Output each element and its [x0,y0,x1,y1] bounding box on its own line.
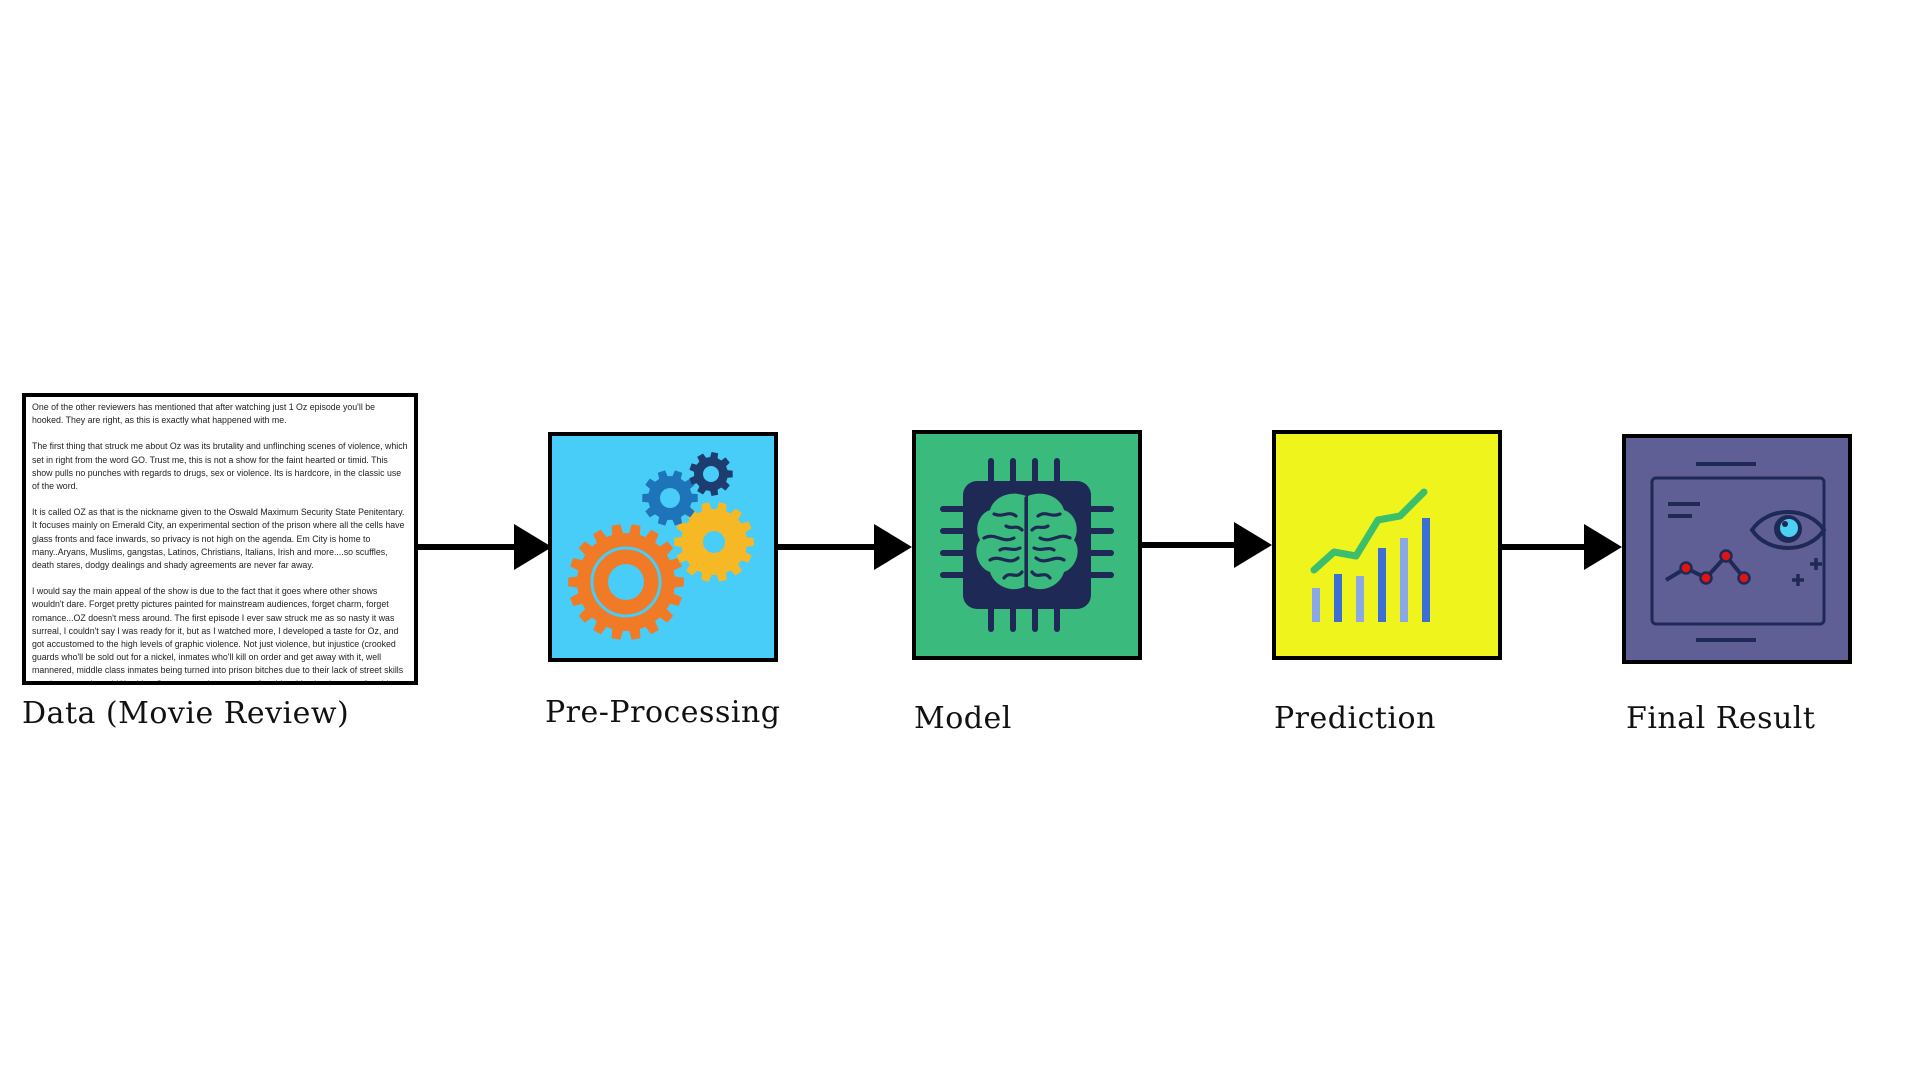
brain-fold [1004,524,1024,532]
arrow-line-2 [778,544,878,550]
brain-fold [1002,570,1024,580]
trend-dot [1679,561,1693,575]
chip-pin [1054,458,1060,484]
chip-pin [1088,572,1114,578]
chip-pin [940,572,966,578]
chip-pin [1054,606,1060,632]
chip-pin [1010,606,1016,632]
brain-left-hemisphere [976,493,1026,590]
preprocessing-label: Pre-Processing [545,695,781,730]
chip-pin [940,528,966,534]
chip-pin [988,606,994,632]
chip-pin [988,458,994,484]
gears-icon [568,452,754,640]
chip-pin [1032,458,1038,484]
brain-fold [1030,524,1050,532]
review-paragraph-1: One of the other reviewers has mentioned… [32,402,375,426]
chip-pin [1032,606,1038,632]
data-label: Data (Movie Review) [22,696,350,731]
brain-fold [1032,546,1056,552]
brain-right-hemisphere [1028,493,1078,590]
review-paragraph-4: I would say the main appeal of the show … [32,586,404,685]
brain-fold [988,556,1020,563]
brain-fold [1036,512,1062,518]
brain-fold [1030,570,1052,580]
chart-bar [1356,576,1364,622]
chip-pin [1088,528,1114,534]
brain-fold [1034,556,1066,563]
arrow-head-3 [1234,522,1272,568]
review-paragraph-2: The first thing that struck me about Oz … [32,441,408,492]
chip-pin [1088,506,1114,512]
arrow-line-1 [418,544,520,550]
movie-review-text-box: One of the other reviewers has mentioned… [22,393,418,685]
chart-bar [1312,588,1320,622]
final-result-box [1622,434,1852,664]
brain-fold [998,546,1022,552]
chart-bar [1334,574,1342,622]
chip-pin [1010,458,1016,484]
chip-pin [940,550,966,556]
trend-dot [1699,571,1713,585]
analytics-eye-icon [1650,462,1827,642]
chip-pin [940,506,966,512]
chart-bar [1400,538,1408,622]
brain-fold [992,512,1018,518]
trend-dot [1719,549,1733,563]
arrow-head-4 [1584,524,1622,570]
arrow-line-4 [1502,544,1588,550]
report-frame [1650,476,1826,626]
prediction-label: Prediction [1274,701,1436,736]
chip-pin [1088,550,1114,556]
model-label: Model [914,701,1012,736]
eye-pupil [1780,519,1798,537]
chart-bar [1378,548,1386,622]
growth-chart-icon [1310,488,1430,622]
arrow-line-3 [1142,542,1238,548]
arrow-head-1 [514,524,552,570]
brain-fold [982,534,1016,542]
final-result-label: Final Result [1626,701,1816,736]
review-paragraph-3: It is called OZ as that is the nickname … [32,507,405,571]
chart-bar [1422,518,1430,622]
preprocessing-box [548,432,778,662]
brain-fold [1038,534,1072,542]
arrow-head-2 [874,524,912,570]
brain-chip-icon [940,458,1114,632]
prediction-box [1272,430,1502,660]
eye-outline [1749,510,1827,550]
trend-dot [1737,571,1751,585]
model-box [912,430,1142,660]
